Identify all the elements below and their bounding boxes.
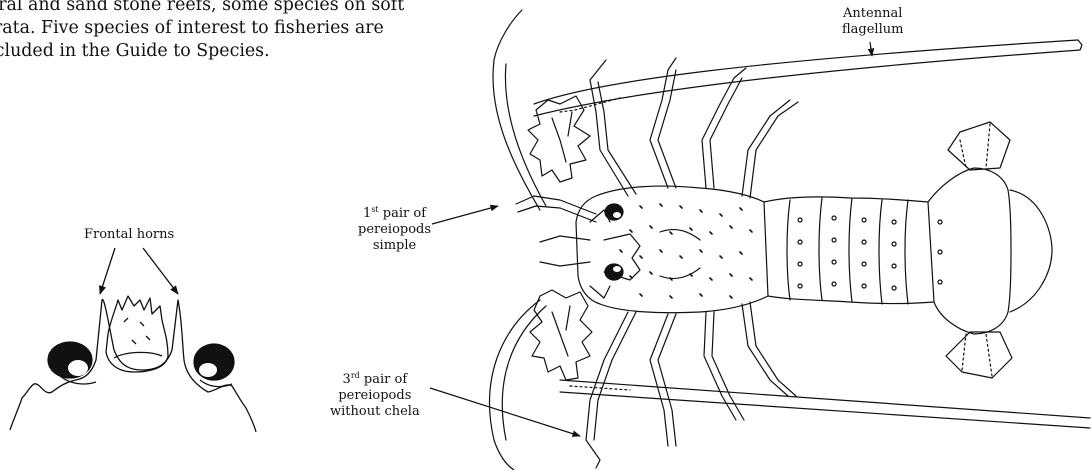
frontal-horn-arrow-left [100, 248, 115, 294]
leg-upper-2 [650, 70, 668, 188]
inset-central-plate [106, 296, 168, 372]
frontal-horn-arrow-right [143, 248, 178, 294]
leg-upper-3 [702, 78, 734, 188]
eye-lower [605, 264, 623, 280]
third-pereiopods-arrow [430, 388, 580, 436]
first-pereiopods-arrow [432, 206, 498, 224]
eye-upper [605, 204, 623, 220]
leg-upper-1 [590, 80, 628, 196]
antenna-lower [560, 380, 1090, 418]
antenna-upper [534, 40, 1078, 104]
first-pereiopod [516, 196, 596, 214]
antennule-lower [490, 300, 540, 470]
leg-upper-4 [742, 100, 790, 196]
tail-fan [928, 168, 1011, 334]
lobster-body [490, 10, 1090, 470]
antennal-flagellum-arrow [870, 42, 872, 56]
leg-lower-2 [650, 314, 668, 446]
carapace [576, 186, 768, 313]
frontal-horns-inset [10, 248, 256, 432]
